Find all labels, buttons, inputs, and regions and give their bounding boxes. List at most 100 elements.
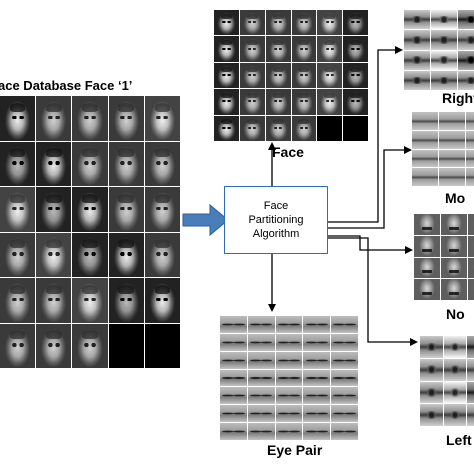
face-thumbnail [291,89,317,115]
left-eye-thumbnail [443,381,467,404]
face-thumbnail [144,141,180,186]
face-thumbnail [72,323,108,368]
face-thumbnail [108,187,144,232]
eye-pair-grid [220,316,358,440]
right-eye-thumbnail [404,10,430,30]
nose-grid [414,214,474,300]
mouth-label: Mo [445,190,466,206]
mouth-grid [412,112,474,186]
left-eye-thumbnail [467,404,474,426]
eye-pair-thumbnail [331,405,358,423]
left-eye-thumbnail [467,358,474,381]
eye-pair-thumbnail [247,387,275,405]
face-thumbnail [239,10,265,36]
face-thumbnail [343,89,368,115]
face-thumbnail [214,62,239,89]
left-eye-thumbnail [467,336,474,358]
eye-pair-thumbnail [303,333,331,351]
face-thumbnail [108,232,144,277]
mouth-thumbnail [412,130,438,149]
face-output-grid [214,10,368,141]
mouth-thumbnail [466,149,474,168]
arrow-to-left-eye [318,237,418,346]
left-eye-thumbnail [467,381,474,404]
left-eye-thumbnail [420,336,443,358]
face-output-label: Face [272,144,304,160]
blank-cell [108,323,144,368]
eye-pair-thumbnail [220,387,247,405]
right-eye-thumbnail [431,30,457,50]
face-thumbnail [0,141,36,186]
eye-pair-thumbnail [303,316,331,333]
face-thumbnail [317,89,343,115]
face-thumbnail [0,96,36,141]
nose-thumbnail [414,279,440,300]
face-thumbnail [72,278,108,323]
face-thumbnail [343,10,368,36]
face-thumbnail [291,115,317,141]
left-eye-thumbnail [443,358,467,381]
eye-pair-thumbnail [331,387,358,405]
eye-pair-thumbnail [331,316,358,333]
face-thumbnail [36,232,72,277]
face-thumbnail [108,96,144,141]
eye-pair-thumbnail [331,369,358,387]
mouth-thumbnail [466,112,474,130]
nose-thumbnail [441,235,467,257]
face-thumbnail [291,10,317,36]
mouth-thumbnail [439,168,465,186]
right-eye-thumbnail [431,10,457,30]
algorithm-line-2: Partitioning [248,214,304,226]
face-thumbnail [317,62,343,89]
arrow-to-nose [328,235,413,254]
face-thumbnail [36,96,72,141]
nose-thumbnail [441,214,467,235]
eye-pair-thumbnail [331,333,358,351]
left-eye-thumbnail [420,404,443,426]
face-thumbnail [108,141,144,186]
mouth-thumbnail [466,168,474,186]
eye-pair-thumbnail [247,316,275,333]
source-title: ace Database Face ‘1’ [0,78,133,93]
face-thumbnail [343,62,368,89]
nose-thumbnail [468,214,474,235]
nose-thumbnail [414,235,440,257]
mouth-thumbnail [466,130,474,149]
right-eye-thumbnail [458,50,474,70]
face-thumbnail [239,62,265,89]
face-thumbnail [144,278,180,323]
face-thumbnail [291,36,317,62]
face-thumbnail [265,36,291,62]
eye-pair-thumbnail [220,351,247,369]
left-eye-thumbnail [420,358,443,381]
face-thumbnail [317,10,343,36]
mouth-thumbnail [412,149,438,168]
mouth-thumbnail [412,168,438,186]
nose-thumbnail [468,257,474,279]
right-eye-thumbnail [458,10,474,30]
eye-pair-thumbnail [275,351,303,369]
face-thumbnail [108,278,144,323]
eye-pair-thumbnail [247,333,275,351]
mouth-thumbnail [439,149,465,168]
face-thumbnail [214,36,239,62]
nose-thumbnail [468,235,474,257]
eye-pair-thumbnail [275,387,303,405]
eye-pair-thumbnail [220,333,247,351]
face-partitioning-algorithm-box: Face Partitioning Algorithm [224,186,328,254]
nose-thumbnail [441,279,467,300]
face-thumbnail [36,187,72,232]
face-thumbnail [72,141,108,186]
blank-cell [317,115,343,141]
face-thumbnail [265,89,291,115]
eye-pair-thumbnail [247,351,275,369]
mouth-thumbnail [439,112,465,130]
face-thumbnail [265,62,291,89]
face-thumbnail [343,36,368,62]
face-thumbnail [144,96,180,141]
right-eye-label: Right [442,90,474,106]
face-thumbnail [144,232,180,277]
eye-pair-thumbnail [303,369,331,387]
face-thumbnail [36,278,72,323]
